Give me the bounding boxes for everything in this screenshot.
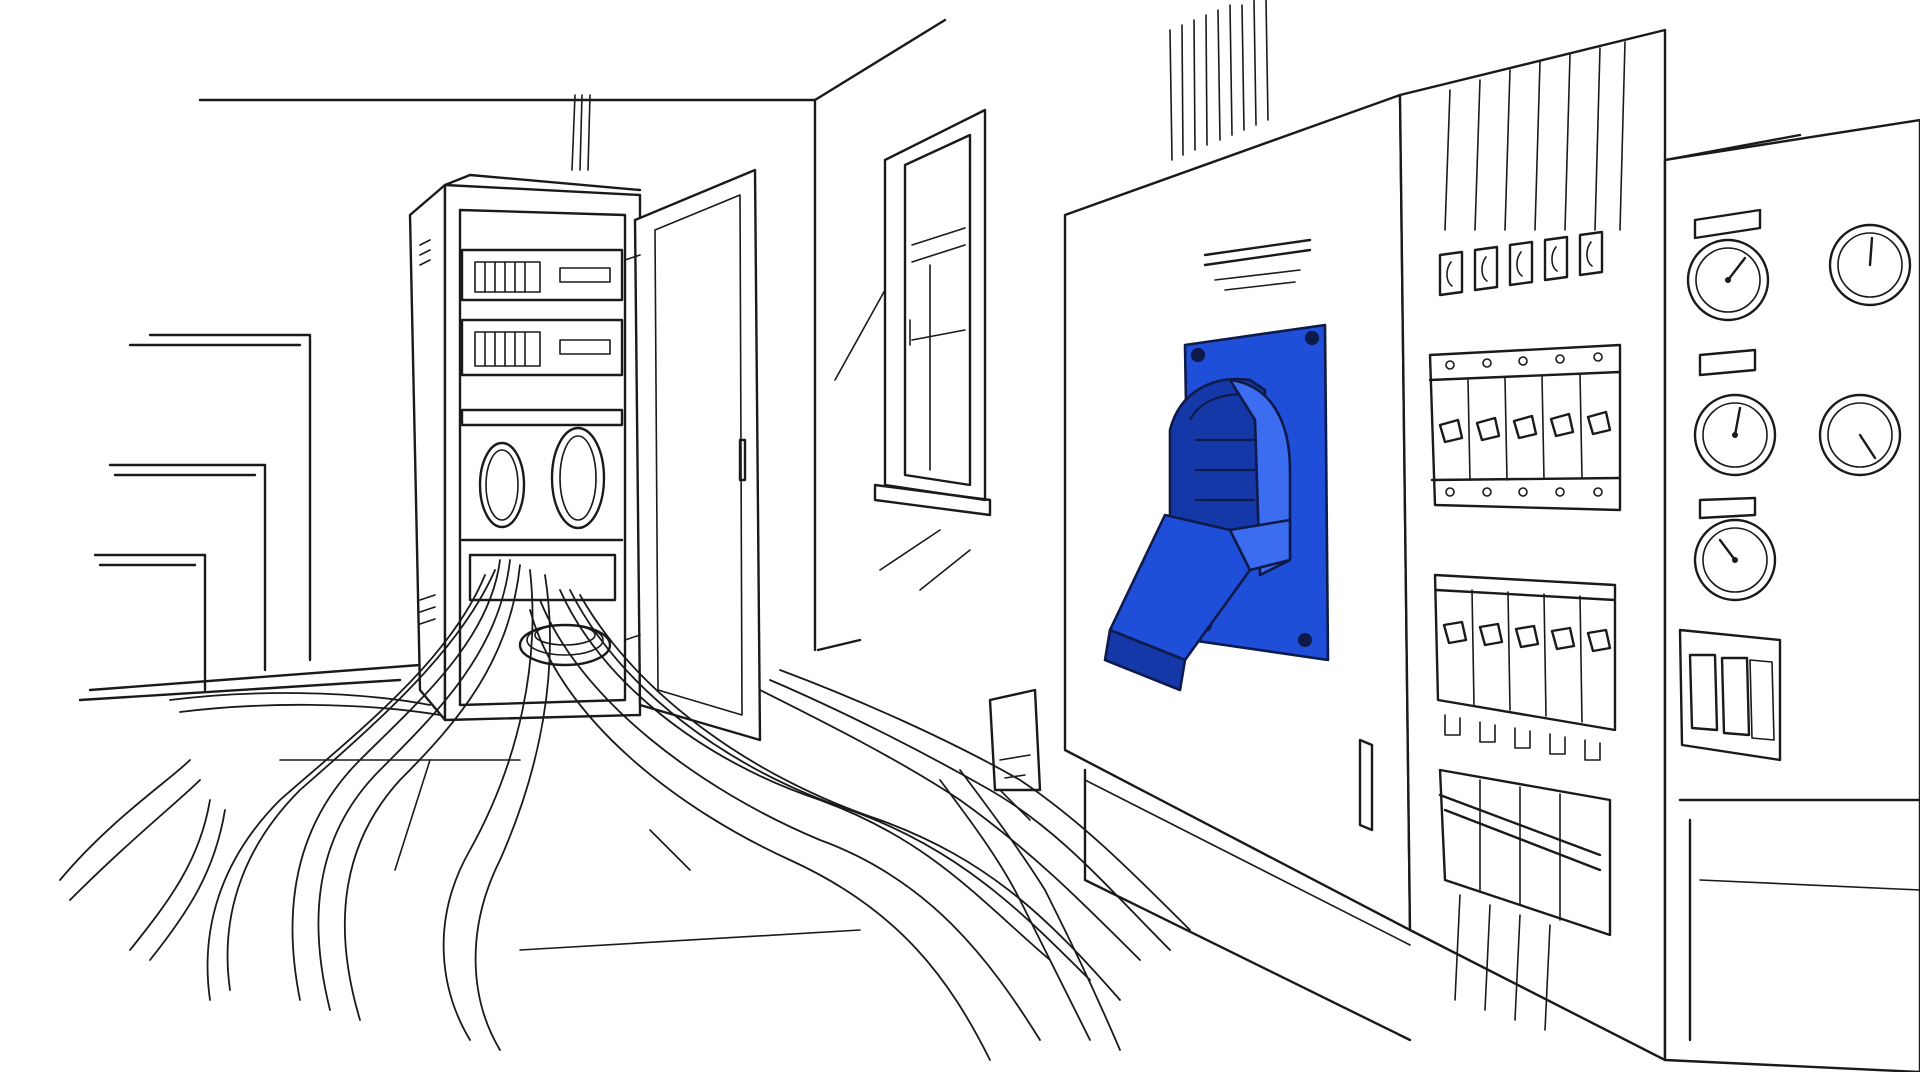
window — [834, 108, 992, 591]
lower-breaker-row — [1433, 573, 1617, 761]
pressure-gauge-icon — [1693, 393, 1777, 477]
pressure-gauge-icon — [1828, 223, 1912, 307]
contactor-block — [1438, 768, 1612, 1031]
lug-row — [1438, 230, 1604, 297]
cable-bundle — [59, 559, 1191, 1061]
knife-switch-lever-icon — [1103, 323, 1330, 692]
room-walls — [78, 18, 1031, 951]
pressure-gauge-icon — [1686, 238, 1770, 322]
pressure-gauge-icon — [1818, 393, 1902, 477]
server-rack — [408, 168, 762, 742]
pressure-gauge-icon — [1693, 518, 1777, 602]
upper-breaker-row — [1428, 343, 1622, 512]
breaker-panel — [1398, 28, 1667, 1062]
rocker-switch-block — [1678, 628, 1782, 762]
gauge-panel — [1663, 118, 1920, 1072]
